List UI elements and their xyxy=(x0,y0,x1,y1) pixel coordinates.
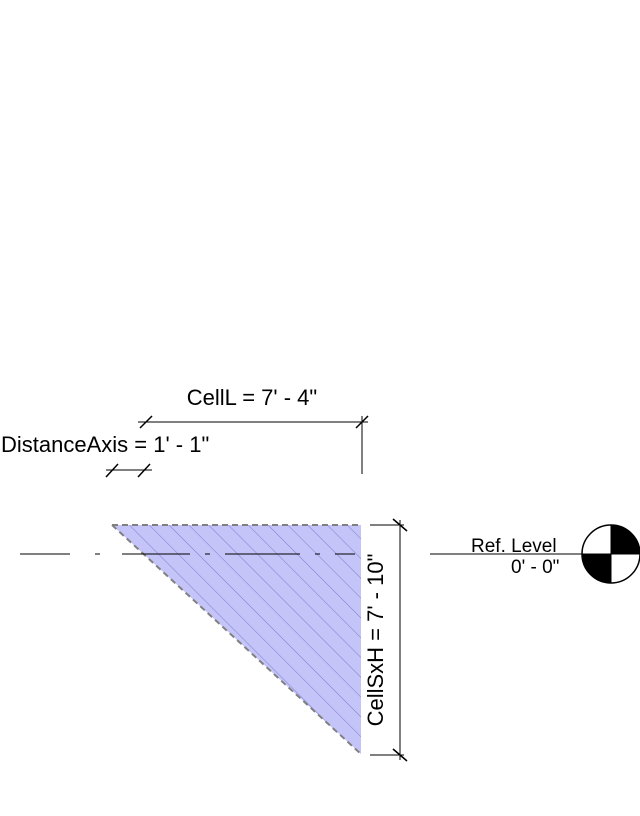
tick-mark xyxy=(355,415,369,429)
distance-axis-label: DistanceAxis = 1' - 1" xyxy=(1,432,209,457)
cell-length-dimension: CellL = 7' - 4" xyxy=(138,385,369,474)
cell-height-dimension: CellSxH = 7' - 10" xyxy=(363,518,408,762)
ref-level-elevation: 0' - 0" xyxy=(511,557,559,578)
triangle-hatch xyxy=(112,525,362,755)
tick-mark xyxy=(137,463,151,478)
reference-level-marker: Ref. Level 0' - 0" xyxy=(471,524,640,584)
triangle-hypotenuse xyxy=(111,524,363,756)
tick-mark xyxy=(139,415,153,429)
tick-mark xyxy=(105,463,119,478)
tick-mark xyxy=(392,518,408,532)
tick-mark xyxy=(392,748,408,762)
cell-height-label: CellSxH = 7' - 10" xyxy=(363,554,388,727)
level-target-icon xyxy=(581,524,640,584)
triangle-section xyxy=(111,524,363,756)
ref-level-name: Ref. Level xyxy=(471,536,557,557)
cell-length-label: CellL = 7' - 4" xyxy=(187,385,317,410)
distance-axis-dimension: DistanceAxis = 1' - 1" xyxy=(1,432,209,478)
